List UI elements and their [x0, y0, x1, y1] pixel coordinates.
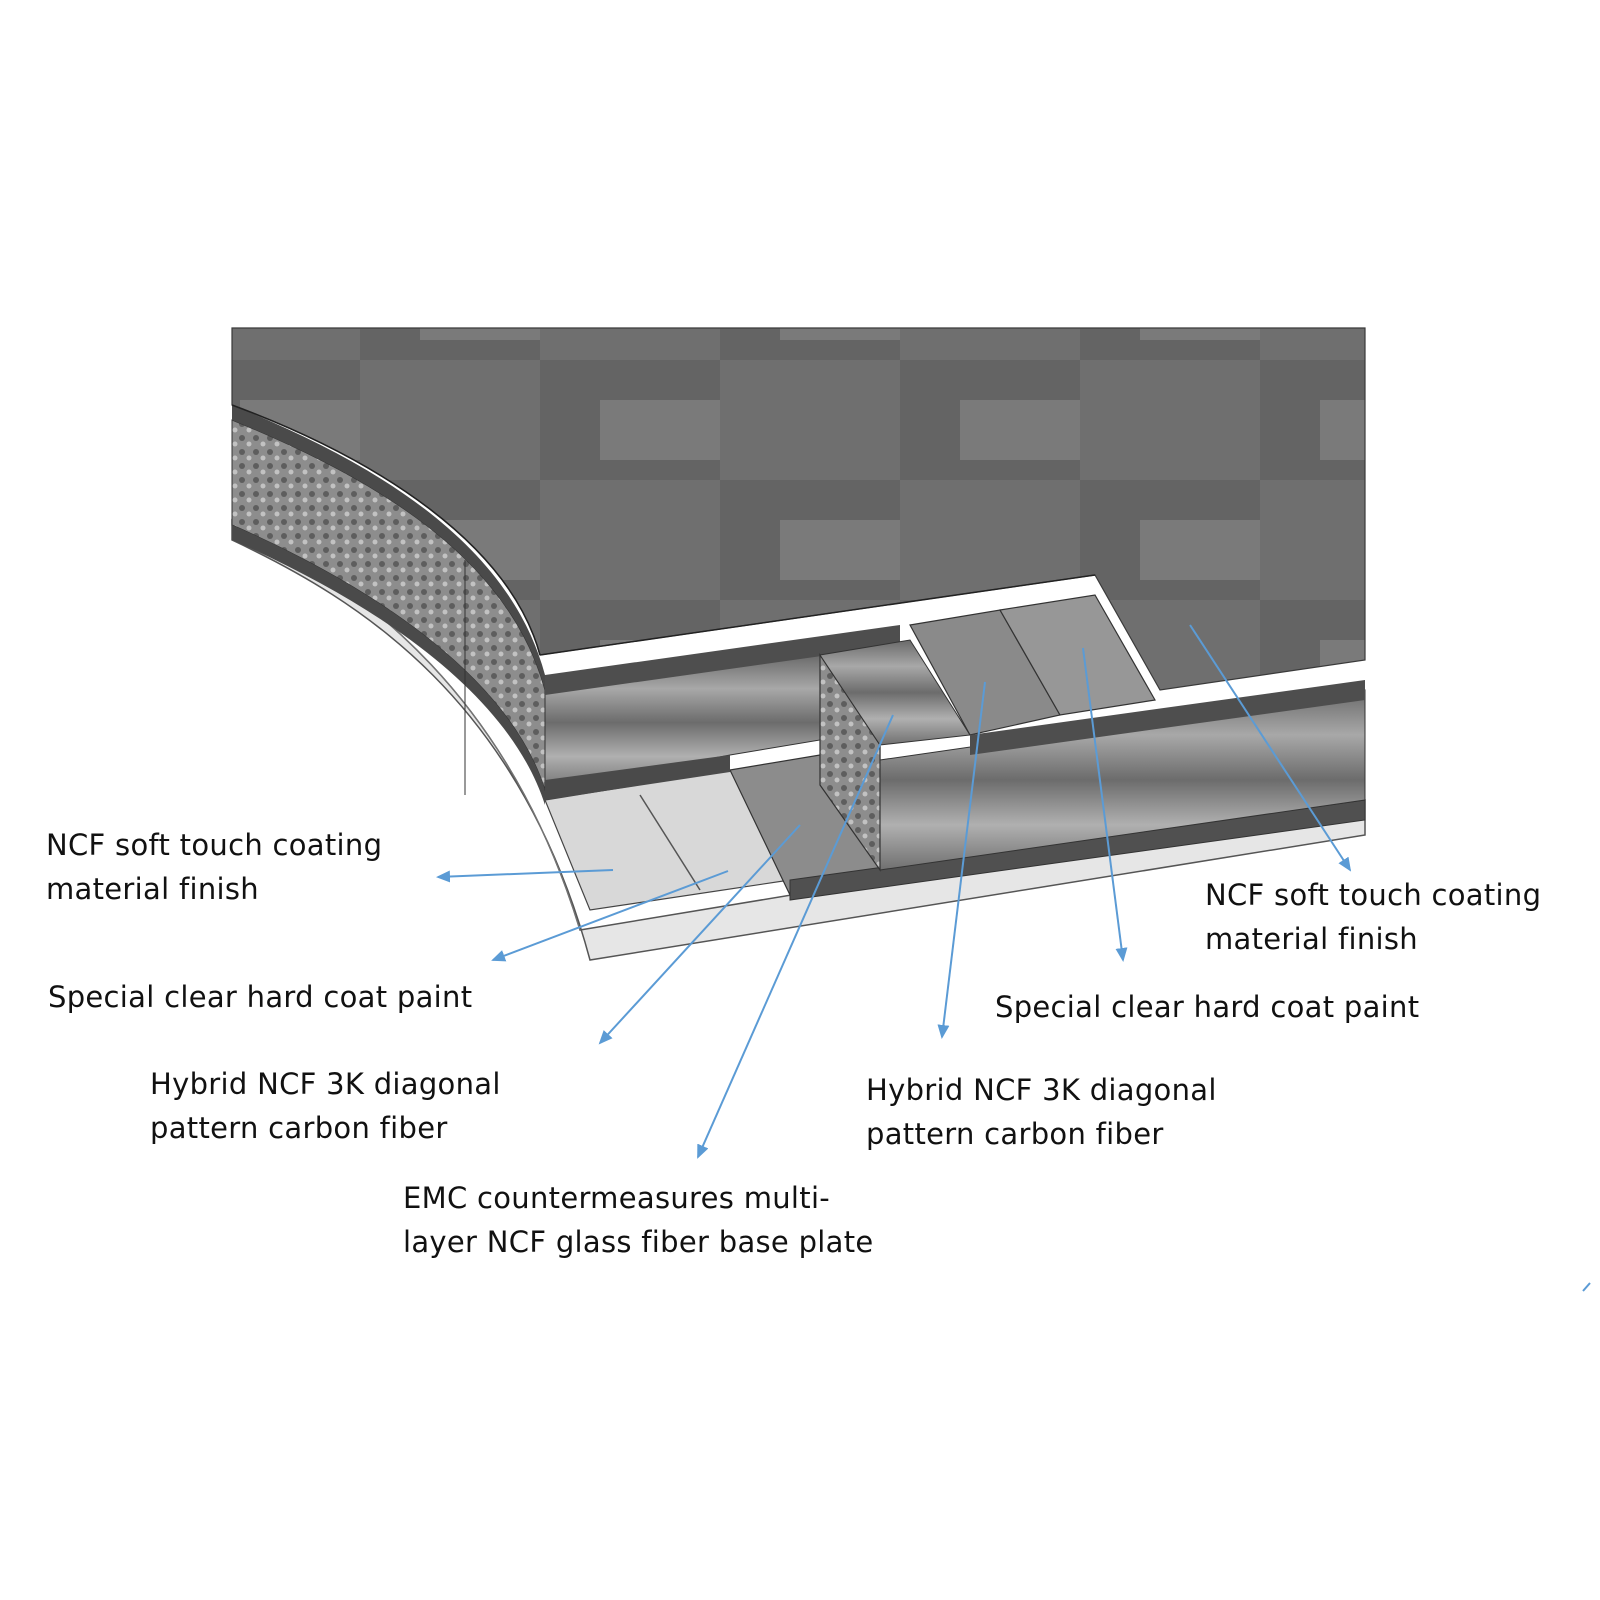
label-left-soft-touch-coating: NCF soft touch coating material finish	[46, 828, 383, 906]
label-left-hybrid-carbon-fiber: Hybrid NCF 3K diagonal pattern carbon fi…	[150, 1067, 501, 1145]
label-right-clear-hard-coat: Special clear hard coat paint	[995, 990, 1420, 1024]
arrow-left-soft-touch	[436, 869, 614, 883]
coating-step-plates	[909, 594, 1365, 755]
arrow-stray-fragment	[1582, 1282, 1591, 1292]
annotation-arrows	[436, 624, 1591, 1292]
carbon-fiber-middle-layer	[544, 625, 900, 800]
foam-core-block	[819, 639, 971, 872]
arrow-emc-base-plate	[697, 714, 894, 1159]
top-woven-surface	[231, 327, 1366, 795]
arrow-left-clear-coat	[491, 870, 729, 962]
arrow-right-hybrid-carbon	[937, 681, 986, 1039]
label-right-hybrid-carbon-fiber: Hybrid NCF 3K diagonal pattern carbon fi…	[866, 1073, 1217, 1151]
arrow-left-hybrid-carbon	[598, 824, 801, 1045]
arrow-right-soft-touch	[1189, 624, 1352, 872]
arrow-right-clear-coat	[1082, 647, 1128, 962]
label-left-clear-hard-coat: Special clear hard coat paint	[48, 980, 473, 1014]
label-right-soft-touch-coating: NCF soft touch coating material finish	[1205, 878, 1542, 956]
label-emc-glass-fiber-base-plate: EMC countermeasures multi- layer NCF gla…	[403, 1181, 874, 1259]
